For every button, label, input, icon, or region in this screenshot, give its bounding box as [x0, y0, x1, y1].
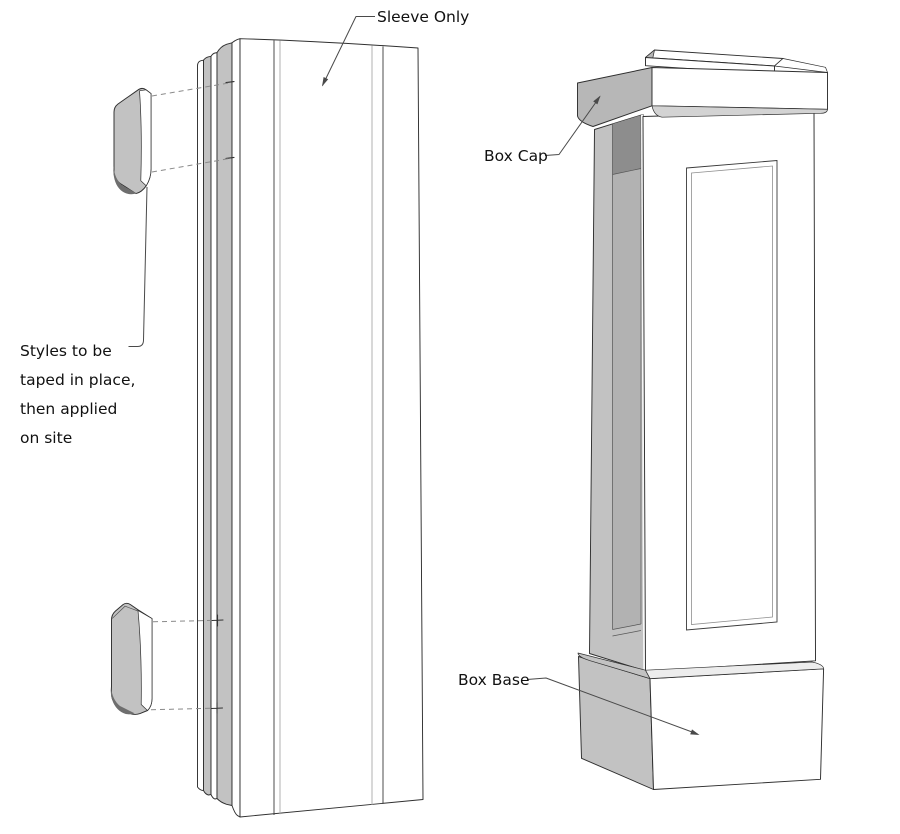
trim-lower-edge-face: [137, 610, 153, 711]
style-trim-upper: [113, 87, 152, 195]
trim-upper-bottom-shade: [113, 166, 137, 195]
sleeve-label: Sleeve Only: [377, 8, 470, 26]
sleeve-corner-strip: [231, 38, 241, 818]
sleeve-edge-strip-4: [216, 42, 233, 806]
shaft-corner-highlight: [641, 114, 646, 671]
styles-note-line: then applied: [20, 400, 118, 418]
box-base-leader-line: [526, 677, 698, 735]
cap-band-lip: [651, 105, 828, 118]
sleeve-tick-marks-upper: [225, 81, 235, 159]
shaft-left-panel-lines: [612, 115, 642, 637]
box-column-illustration: [577, 49, 828, 790]
sleeve-leader-line: [322, 16, 375, 86]
shaft-front-face: [642, 111, 816, 672]
shaft-left-panel-field: [612, 168, 641, 630]
cap-band-top-face: [774, 58, 828, 73]
box-cap-leader-line: [544, 96, 601, 156]
base-bevel-left: [577, 652, 651, 679]
shaft-front-panel-inner: [691, 165, 773, 625]
sleeve-edge-strip-2: [203, 55, 212, 796]
style-trim-lower: [110, 602, 153, 715]
cap-band-left-face: [577, 67, 653, 127]
styles-note: Styles to be taped in place, then applie…: [20, 337, 135, 453]
box-base-label: Box Base: [458, 671, 530, 689]
shaft-left-panel-shadow: [612, 115, 641, 175]
base-front-face: [649, 668, 825, 790]
sleeve-arrowhead-icon: [322, 77, 329, 87]
trim-upper-edge-face: [139, 89, 152, 187]
box-cap-part: [577, 49, 828, 127]
trim-lower-ridge: [111, 605, 139, 619]
sleeve-edge-strip-3: [210, 52, 218, 800]
alignment-dashed-lines: [150, 82, 230, 711]
box-base-arrowhead-icon: [690, 729, 700, 735]
shaft-front-panel-outer: [686, 160, 778, 631]
callout-leaders: [128, 16, 700, 735]
sleeve-front-face: [239, 38, 424, 818]
box-base-part: [577, 652, 825, 790]
cap-band-front-face: [651, 67, 828, 110]
column-shaft: [589, 111, 816, 672]
trim-lower-bottom-shade: [110, 686, 135, 715]
base-bevel-front: [645, 661, 824, 679]
styles-note-line: taped in place,: [20, 371, 136, 389]
sleeve-illustration: [197, 38, 424, 818]
styles-note-line: Styles to be: [20, 342, 112, 360]
styles-note-leader-line: [128, 186, 148, 347]
sleeve-plus-marks-lower: [210, 614, 224, 715]
sleeve-edge-strip-1: [197, 59, 204, 791]
box-cap-label: Box Cap: [484, 147, 548, 165]
styles-note-line: on site: [20, 429, 73, 447]
box-cap-arrowhead-icon: [593, 95, 601, 105]
